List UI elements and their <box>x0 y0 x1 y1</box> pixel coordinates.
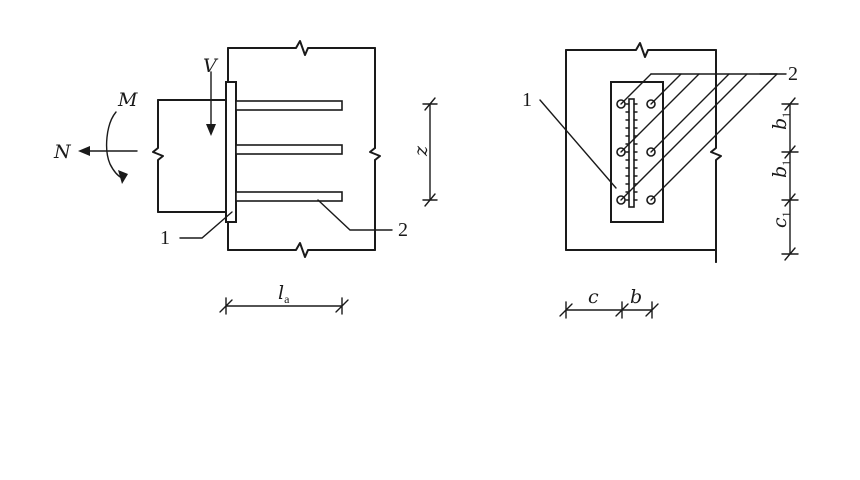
diagonal-anchor-bars <box>620 73 778 201</box>
label-b1-mid-sub: 1 <box>779 160 793 166</box>
dim-la-tick-left <box>219 297 233 315</box>
concrete-break-right <box>369 147 381 161</box>
label-c: c <box>588 286 599 308</box>
anchor-plate <box>225 81 237 223</box>
label-b1-top: b1 <box>769 112 793 130</box>
dim-tick-152 <box>781 145 799 159</box>
dim-tick-104 <box>781 97 799 111</box>
shear-force-v-arrowhead <box>206 124 216 136</box>
label-b1-top-sub: 1 <box>779 112 793 118</box>
anchor-bar-top <box>235 100 343 111</box>
label-c1-sub: 1 <box>779 211 793 217</box>
concrete-outline-bottom <box>227 242 376 258</box>
callout-2-left: 2 <box>398 219 408 241</box>
face-concrete-top <box>565 42 717 58</box>
attached-member-break <box>152 99 164 213</box>
label-n: N <box>53 141 72 163</box>
axial-force-n-arrowhead <box>78 146 90 156</box>
anchor-bar-middle <box>235 144 343 155</box>
weld-strip <box>628 98 635 208</box>
label-m: M <box>117 89 138 111</box>
dim-z-tick-top <box>422 97 438 111</box>
label-la-sub: a <box>284 292 290 306</box>
dim-z-tick-bottom <box>422 193 438 207</box>
label-la: la <box>278 282 290 306</box>
dim-tick-c-left <box>559 301 573 319</box>
concrete-outline-top <box>227 40 376 56</box>
label-b1-top-main: b <box>769 118 791 130</box>
anchor-bar-bottom <box>235 191 343 202</box>
label-c1-main: c <box>769 217 791 228</box>
label-b1-mid-main: b <box>769 166 791 178</box>
callout-1-right: 1 <box>522 89 532 111</box>
dim-tick-254 <box>781 247 799 261</box>
label-b1-mid: b1 <box>769 160 793 178</box>
dim-tick-b-right <box>645 301 659 319</box>
face-concrete-right <box>710 49 722 263</box>
left-elevation-view: V N M z la 1 2 <box>53 40 438 315</box>
dim-la-tick-right <box>335 297 349 315</box>
moment-m-arc <box>105 111 123 179</box>
label-b: b <box>630 286 642 308</box>
dim-tick-200 <box>781 193 799 207</box>
weld-hatch <box>625 103 638 201</box>
label-v: V <box>203 55 219 77</box>
callout-1-leader <box>179 211 233 239</box>
callout-2-right: 2 <box>788 63 798 85</box>
moment-m-arrowhead <box>118 170 128 184</box>
dim-tick-c-right <box>615 301 629 319</box>
label-z: z <box>410 145 432 157</box>
callout-2-leader <box>317 199 393 231</box>
callout-1-left: 1 <box>160 227 170 249</box>
face-callout-1-leader <box>539 99 617 189</box>
right-face-view: 1 2 b1 b1 c1 c b <box>522 42 799 319</box>
face-concrete-bottom <box>565 249 717 263</box>
label-la-main: l <box>278 282 284 304</box>
label-c1: c1 <box>769 211 793 228</box>
